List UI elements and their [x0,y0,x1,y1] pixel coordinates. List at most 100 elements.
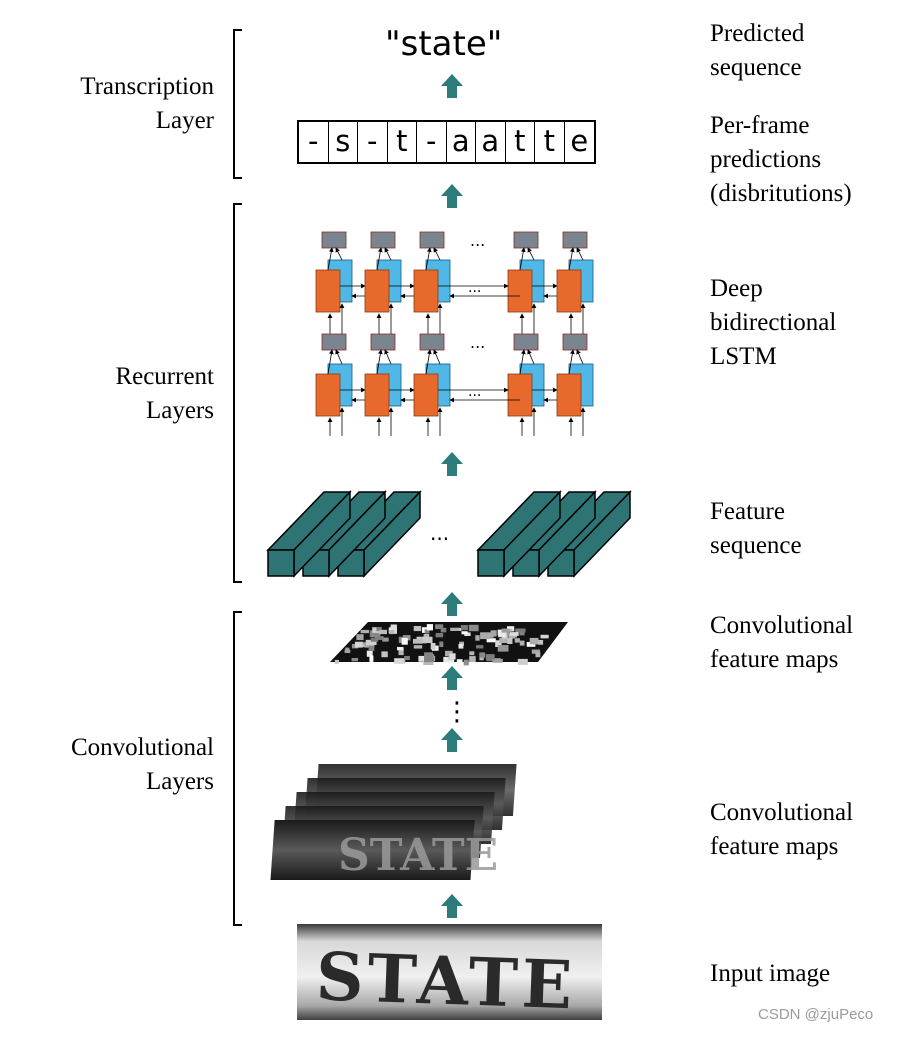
lstm-link [376,247,383,271]
feature-map-texture [381,651,388,658]
lstm-forward-cell [315,373,341,417]
conv-maps-top-line1: Convolutional [710,612,854,639]
lstm-line2: bidirectional [710,309,837,336]
feature-map-texture [351,658,359,662]
feature-map-texture [401,638,408,645]
feature-map-texture [515,628,526,633]
feature-map-texture [389,630,395,635]
frame-cell: - [358,122,388,162]
feature-map-texture [382,637,389,642]
up-arrow-icon [441,894,463,918]
feature-map-texture [435,624,444,630]
feature-map-texture [485,654,495,660]
feature-map-texture [469,656,476,663]
frame-cell: s [329,122,358,162]
transcription-label-line2: Layer [155,107,214,134]
feature-map-texture [445,650,453,657]
lstm-line1: Deep [710,275,763,302]
lstm-output-node [321,231,347,249]
lstm-ellipsis: ... [470,333,485,352]
feature-map-texture [424,652,433,659]
lstm-link [327,349,334,375]
feature-map-texture [397,647,404,651]
feature-map-texture [458,644,464,649]
feature-map-texture [540,634,549,639]
per-frame-strip: - s - t - a a t t e [297,120,596,164]
feature-map-texture [370,637,379,642]
lstm-link [384,349,392,365]
feature-map-texture [390,624,397,630]
feature-map-texture [426,624,433,631]
feature-map-texture [345,647,350,652]
recurrent-layers-label: Recurrent Layers [14,360,214,428]
conv-maps-top-label: Convolutional feature maps [710,609,900,677]
lstm-ellipsis: ... [468,280,481,296]
feature-map-texture [509,632,519,636]
conv-maps-bottom-label: Convolutional feature maps [710,796,900,864]
feature-map-texture [439,641,444,647]
feature-map-texture [519,640,525,646]
lstm-link [576,349,584,365]
feature-map-texture [354,641,363,648]
per-frame-line3: (disbritutions) [710,180,852,207]
feature-map-texture [529,637,539,645]
feature-map-texture [490,630,497,637]
lstm-output-node [513,333,539,351]
frame-cell: t [535,122,565,162]
recurrent-bracket [233,203,242,583]
feature-map-texture [519,632,525,636]
lstm-link [568,349,575,375]
feature-map-texture [372,627,380,633]
feature-map-texture [404,656,410,660]
feature-map-texture [435,633,444,638]
lstm-forward-cell [556,373,582,417]
lstm-forward-cell [364,373,390,417]
lstm-forward-cell [507,269,533,313]
feature-sequence-label: Feature sequence [710,495,900,563]
lstm-link [335,349,343,365]
feature-map-text: STATE [338,830,498,881]
recurrent-label-line1: Recurrent [115,363,214,390]
conv-feature-maps-bottom: STATE [270,764,517,881]
lstm-output-node [419,333,445,351]
lstm-output-node [562,231,588,249]
feature-map-texture [365,639,377,645]
feature-map-texture [498,632,507,638]
feature-map-texture [424,657,434,663]
feature-map-texture [430,643,436,650]
feature-map-texture [463,659,469,666]
frame-cell: t [388,122,417,162]
lstm-forward-cell [507,373,533,417]
feature-bar-front [267,549,295,577]
lstm-output-node [321,333,347,351]
lstm-link [519,349,526,375]
conv-maps-bottom-line1: Convolutional [710,799,854,826]
lstm-link [568,247,575,271]
lstm-output-node [370,231,396,249]
feature-map-texture [537,640,544,645]
lstm-link [425,349,432,375]
predicted-line2: sequence [710,54,802,81]
feature-map-texture [461,631,468,635]
predicted-sequence-text: "state" [385,24,503,64]
recurrent-label-line2: Layers [145,397,214,424]
transcription-bracket [233,29,242,179]
feature-map-texture [497,645,509,652]
feature-map-texture [369,655,374,662]
lstm-ellipsis: ... [468,384,481,400]
conv-feature-map-top [330,622,568,666]
convolutional-label-line2: Layers [145,768,214,795]
up-arrow-icon [441,728,463,752]
lstm-link [527,349,535,365]
feature-bar-front [477,549,505,577]
feature-ellipsis: ... [430,521,449,545]
feature-map-texture [475,635,480,641]
feature-map-texture [501,628,510,636]
feature-map-texture [421,636,433,643]
feature-map-texture [418,655,426,662]
convolutional-bracket [233,611,242,926]
feature-map-texture [334,659,339,664]
feature-map-texture [376,627,382,632]
up-arrow-icon [441,74,463,98]
